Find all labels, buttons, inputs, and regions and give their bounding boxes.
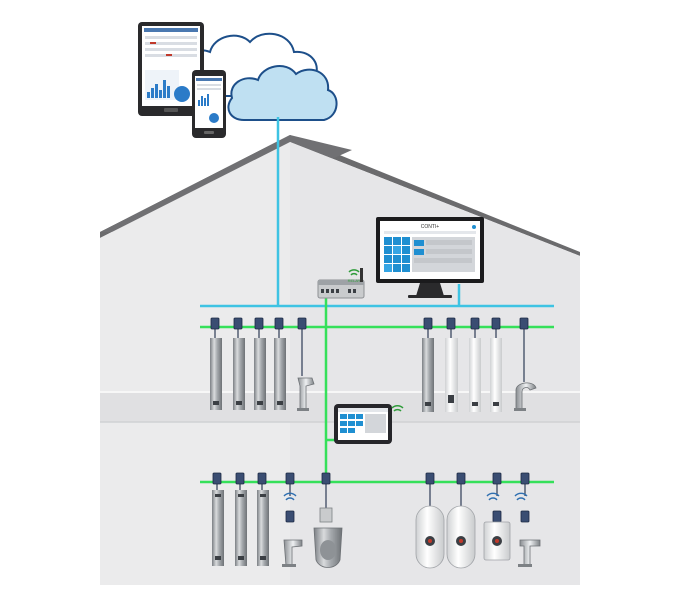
gateway-device: RELAY: [317, 268, 365, 299]
shower-panel: [422, 338, 502, 412]
wall-tablet-icon: [334, 404, 404, 444]
house: [100, 135, 580, 585]
shower-panel: [210, 338, 286, 410]
upper-connectors: [210, 317, 529, 382]
square-control-icon: [483, 521, 511, 561]
urinal-icon: [313, 507, 343, 568]
monitor-screen-tiles: [384, 237, 475, 272]
cloud-phone-icon: [192, 70, 226, 138]
wireless-signal-icon: [283, 492, 528, 501]
mixer-control-icon: [415, 505, 476, 569]
monitor-brand: CONTI+: [421, 224, 440, 230]
faucet-icon: [282, 539, 303, 567]
faucet-icon: [518, 539, 541, 567]
gateway-badge: RELAY: [348, 278, 361, 283]
monitor-icon: CONTI+: [376, 217, 484, 298]
faucet-icon: [514, 382, 537, 411]
shower-panel: [212, 490, 269, 566]
cloud-tablet-icon: [138, 22, 204, 116]
roof: [100, 135, 580, 256]
house-wall-shade: [290, 142, 580, 585]
faucet-icon: [297, 377, 315, 411]
